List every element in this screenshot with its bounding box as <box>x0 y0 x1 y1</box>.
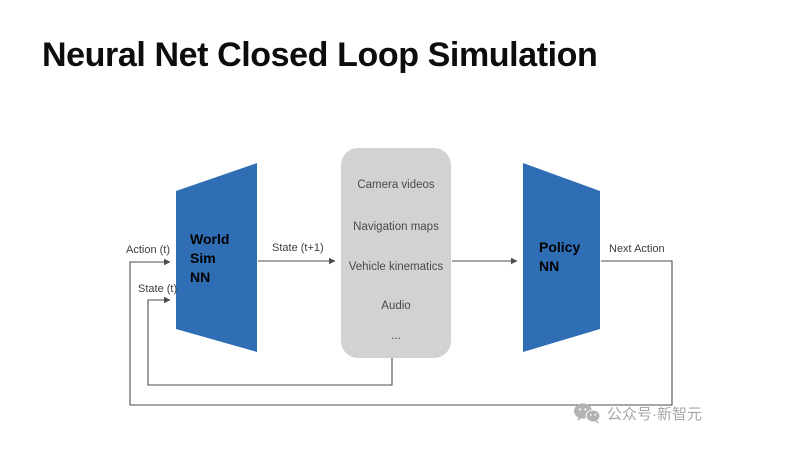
policy-nn-shape <box>523 163 600 352</box>
world-sim-label-line2: Sim <box>190 250 216 266</box>
watermark-text: 公众号·新智元 <box>607 405 702 423</box>
watermark: 公众号·新智元 <box>573 402 702 424</box>
slide-title: Neural Net Closed Loop Simulation <box>42 36 598 74</box>
observation-item-kinematics: Vehicle kinematics <box>349 261 444 273</box>
world-sim-label-line3: NN <box>190 269 210 285</box>
action-t-label: Action (t) <box>126 244 170 256</box>
policy-label-line1: Policy <box>539 239 580 255</box>
wechat-icon <box>574 403 601 424</box>
observation-item-ellipsis: ... <box>391 330 401 342</box>
world-sim-label-line1: World <box>190 231 229 247</box>
observation-item-camera: Camera videos <box>357 179 435 191</box>
observations-box <box>341 148 451 358</box>
next-action-label: Next Action <box>609 243 665 255</box>
state-t1-label: State (t+1) <box>272 242 324 254</box>
observation-item-navigation: Navigation maps <box>353 221 439 233</box>
state-t-label: State (t) <box>138 283 177 295</box>
state-feedback-wire <box>147 296 393 386</box>
observation-item-audio: Audio <box>381 300 410 312</box>
policy-label-line2: NN <box>539 258 559 274</box>
world-sim-nn-shape <box>176 163 257 352</box>
next-action-feedback-wire <box>129 258 673 406</box>
